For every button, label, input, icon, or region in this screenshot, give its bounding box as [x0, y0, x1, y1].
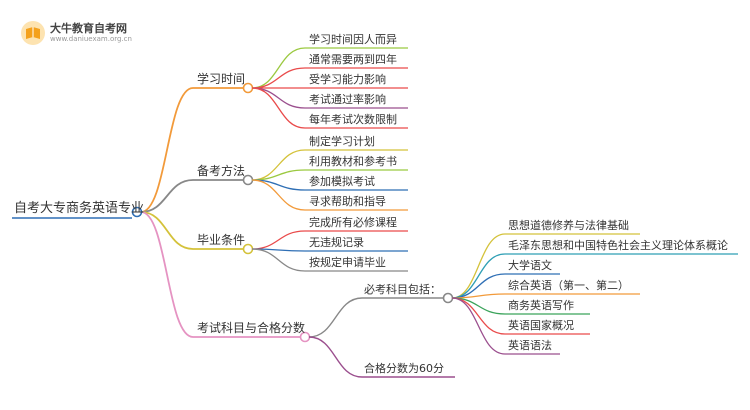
leaf-connector — [251, 230, 306, 250]
brand-url: www.daniuexam.org.cn — [50, 35, 132, 43]
leaf-connector — [251, 47, 306, 89]
subject-item[interactable]: 英语国家概况 — [508, 319, 574, 332]
leaf-node[interactable]: 每年考试次数限制 — [309, 113, 397, 126]
root-dot[interactable] — [131, 206, 143, 218]
branch-connector-study-time — [140, 87, 194, 213]
subject-item[interactable]: 大学语文 — [508, 259, 552, 272]
subbranch-dot-required-subjects[interactable] — [442, 292, 454, 304]
leaf-node[interactable]: 利用教材和参考书 — [309, 155, 397, 168]
leaf-node[interactable]: 参加模拟考试 — [309, 175, 375, 188]
subject-connector — [451, 233, 506, 299]
subbranch-connector — [308, 297, 363, 338]
leaf-connector — [251, 248, 306, 272]
leaf-node[interactable]: 完成所有必修课程 — [309, 216, 397, 229]
subbranch-node-required-subjects[interactable]: 必考科目包括： — [364, 283, 441, 296]
passing-score-node[interactable]: 合格分数为60分 — [364, 362, 444, 375]
leaf-node[interactable]: 学习时间因人而异 — [309, 33, 397, 46]
branch-node-study-time[interactable]: 学习时间 — [197, 72, 246, 86]
subject-item[interactable]: 思想道德修养与法律基础 — [508, 219, 629, 232]
leaf-node[interactable]: 无违规记录 — [309, 236, 364, 249]
leaf-connector — [251, 67, 306, 89]
branch-connector-graduation — [140, 211, 194, 250]
branch-node-subjects[interactable]: 考试科目与合格分数 — [197, 321, 306, 335]
passing-score-connector — [308, 336, 363, 378]
subject-item[interactable]: 商务英语写作 — [508, 299, 574, 312]
leaf-node[interactable]: 制定学习计划 — [309, 135, 375, 148]
root-node[interactable]: 自考大专商务英语专业 — [14, 201, 145, 216]
subject-connector — [451, 297, 506, 335]
leaf-node[interactable]: 按规定申请毕业 — [309, 256, 386, 269]
branch-node-graduation[interactable]: 毕业条件 — [197, 233, 246, 247]
brand-name: 大牛教育自考网 — [50, 22, 127, 35]
branch-connector-subjects — [140, 211, 194, 338]
subject-connector — [451, 253, 506, 299]
leaf-connector — [251, 87, 306, 129]
leaf-node[interactable]: 寻求帮助和指导 — [309, 195, 386, 208]
leaf-node[interactable]: 考试通过率影响 — [309, 93, 386, 106]
brand-logo[interactable]: 大牛教育自考网 www.daniuexam.org.cn — [20, 18, 155, 48]
leaf-connector — [251, 179, 306, 211]
leaf-node[interactable]: 通常需要两到四年 — [309, 53, 397, 66]
subject-connector — [451, 297, 506, 355]
branch-connector-prep-method — [140, 179, 194, 213]
book-icon — [21, 21, 45, 45]
leaf-node[interactable]: 受学习能力影响 — [309, 73, 386, 86]
branch-node-prep-method[interactable]: 备考方法 — [197, 164, 246, 178]
subject-item[interactable]: 英语语法 — [508, 339, 552, 352]
leaf-connector — [251, 87, 306, 109]
subject-item[interactable]: 综合英语（第一、第二） — [508, 279, 629, 292]
subject-item[interactable]: 毛泽东思想和中国特色社会主义理论体系概论 — [508, 239, 728, 252]
